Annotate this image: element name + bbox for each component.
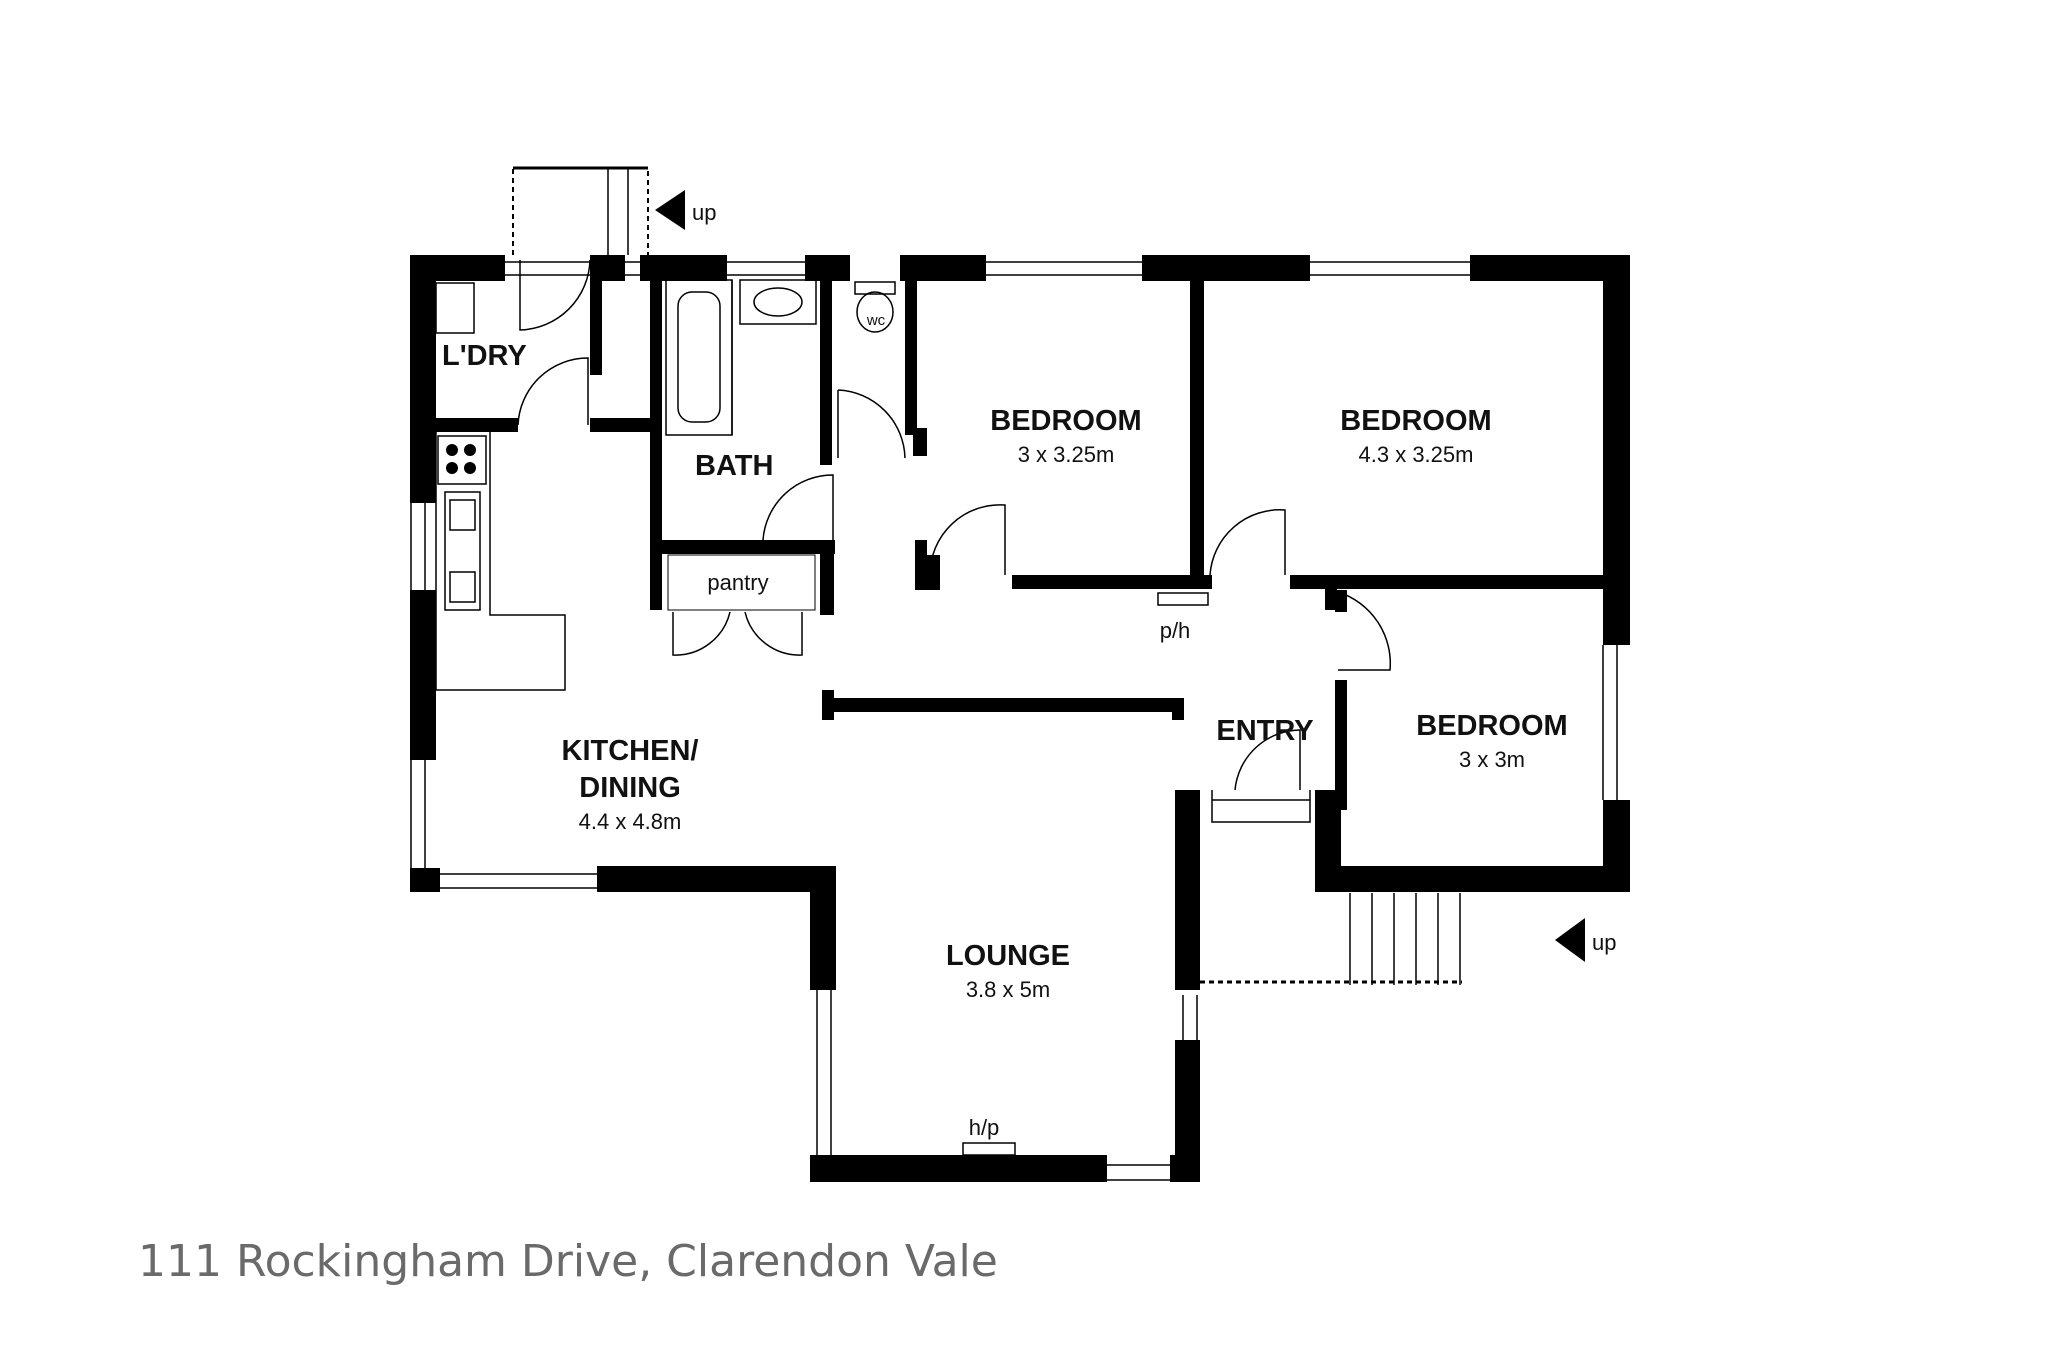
rear-stairs xyxy=(512,166,649,255)
hp-heater-icon xyxy=(962,1142,1016,1156)
wc-label: wc xyxy=(866,312,886,329)
burner-icon xyxy=(464,444,476,456)
hp-label: h/p xyxy=(969,1115,1000,1140)
doors xyxy=(517,259,1392,791)
walls xyxy=(410,255,1630,1182)
room-lounge-dims: 3.8 x 5m xyxy=(966,977,1050,1002)
toilet-icon xyxy=(854,281,896,295)
ph-heater-icon xyxy=(1157,592,1209,606)
up-arrow-icon xyxy=(655,190,685,230)
burner-icon xyxy=(446,444,458,456)
cooktop-icon xyxy=(437,435,487,485)
up-arrow-icon xyxy=(1555,918,1585,962)
front-stairs xyxy=(1200,893,1462,985)
ph-label: p/h xyxy=(1160,618,1191,643)
burner-icon xyxy=(446,462,458,474)
sink-icon xyxy=(444,491,481,611)
room-bath-name: BATH xyxy=(695,450,773,482)
room-pantry-name: pantry xyxy=(707,570,768,595)
kitchen-bench xyxy=(435,432,566,691)
laundry-tub-icon xyxy=(435,282,475,334)
rear-stairs-label: up xyxy=(692,200,716,225)
room-bedroom3-dims: 3 x 3m xyxy=(1459,747,1525,772)
room-bedroom2-dims: 4.3 x 3.25m xyxy=(1359,442,1474,467)
windows xyxy=(410,261,1618,1181)
room-bedroom1-dims: 3 x 3.25m xyxy=(1018,442,1115,467)
burner-icon xyxy=(464,462,476,474)
basin-icon xyxy=(739,279,817,325)
room-bedroom1-name: BEDROOM xyxy=(990,405,1141,437)
room-kitchen-name-line1: KITCHEN/ xyxy=(562,735,699,767)
room-bedroom2-name: BEDROOM xyxy=(1340,405,1491,437)
room-kitchen-dims: 4.4 x 4.8m xyxy=(579,809,682,834)
room-entry-name: ENTRY xyxy=(1216,715,1313,747)
property-address-caption: 111 Rockingham Drive, Clarendon Vale xyxy=(138,1236,998,1287)
room-kitchen-name-line2: DINING xyxy=(579,772,681,804)
room-bedroom3-name: BEDROOM xyxy=(1416,710,1567,742)
front-stairs-label: up xyxy=(1592,930,1616,955)
room-lounge-name: LOUNGE xyxy=(946,940,1070,972)
bathtub-icon xyxy=(665,279,733,436)
fixtures xyxy=(435,279,1311,1156)
room-laundry-name: L'DRY xyxy=(442,340,527,372)
